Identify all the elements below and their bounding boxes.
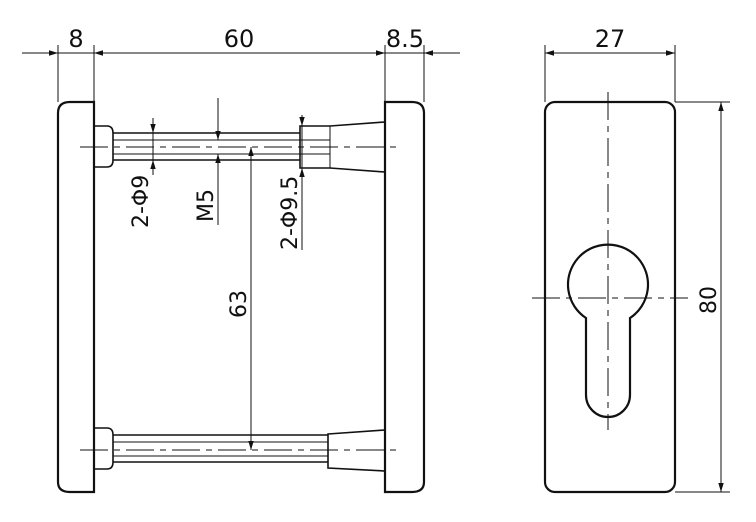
top-screw-assembly [80,121,402,173]
dim-27: 27 [595,25,626,53]
dim-m5: M5 [194,189,219,222]
hole-9-dimension: 2-Φ9 [129,118,156,228]
dim-60: 60 [224,25,255,53]
escutcheon-plate [543,100,677,494]
center-distance-dimension: 63 [227,147,254,450]
top-dimension-chain: 8 60 8.5 [22,25,460,102]
bottom-screw-assembly [80,427,402,472]
m5-dimension: M5 [194,98,221,225]
dim-8-5: 8.5 [386,25,424,53]
width-dimension: 27 [544,25,676,102]
cylinder-keyhole [566,243,650,419]
left-rose-plate [56,100,96,494]
dim-hole-9: 2-Φ9 [129,175,154,228]
right-rose-plate [383,100,426,494]
hole-9-5-dimension: 2-Φ9.5 [278,115,305,250]
side-view: 27 80 [532,25,730,494]
front-view: 8 60 8.5 2-Φ9 M5 2-Φ9.5 [22,25,460,494]
height-dimension: 80 [675,101,730,493]
dim-63: 63 [227,290,252,318]
dim-8: 8 [68,25,83,53]
dim-hole-9-5: 2-Φ9.5 [278,176,303,250]
dim-80: 80 [697,286,722,314]
